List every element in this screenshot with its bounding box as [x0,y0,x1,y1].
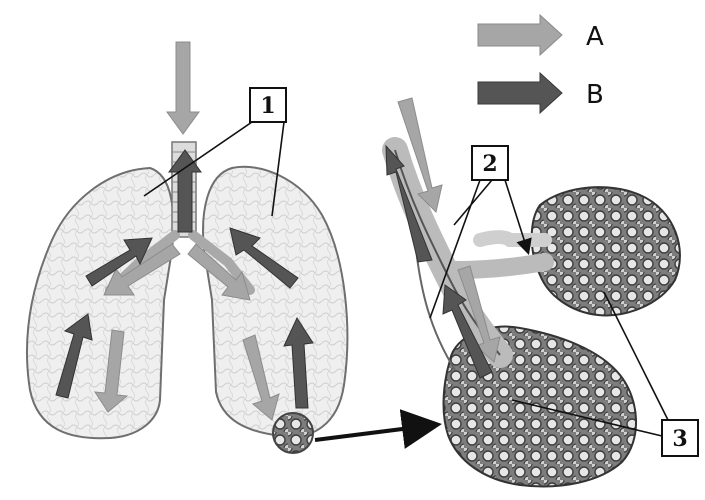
legend-arrow-a [478,15,562,55]
lungs [27,42,347,453]
label-1-text: 1 [260,93,275,119]
label-box-3: 3 [662,420,698,456]
legend-item-a: A [478,15,604,55]
legend-arrow-b [478,73,562,113]
zoom-pointer-arrow [315,425,434,440]
legend-item-b: B [478,73,604,113]
label-2-text: 2 [482,151,497,177]
legend-label-b: B [586,80,604,110]
magnified-alveolus-circle [273,413,313,453]
legend-label-a: A [586,22,604,52]
blood-vessel [480,237,545,240]
label-box-2: 2 [472,146,508,180]
label-box-1: 1 [250,88,286,122]
pointer-2-b [454,180,492,225]
legend: A B [478,15,604,113]
label-3-text: 3 [672,426,687,452]
alveoli-magnified [386,98,680,486]
arrow-a-trachea-in [167,42,199,134]
